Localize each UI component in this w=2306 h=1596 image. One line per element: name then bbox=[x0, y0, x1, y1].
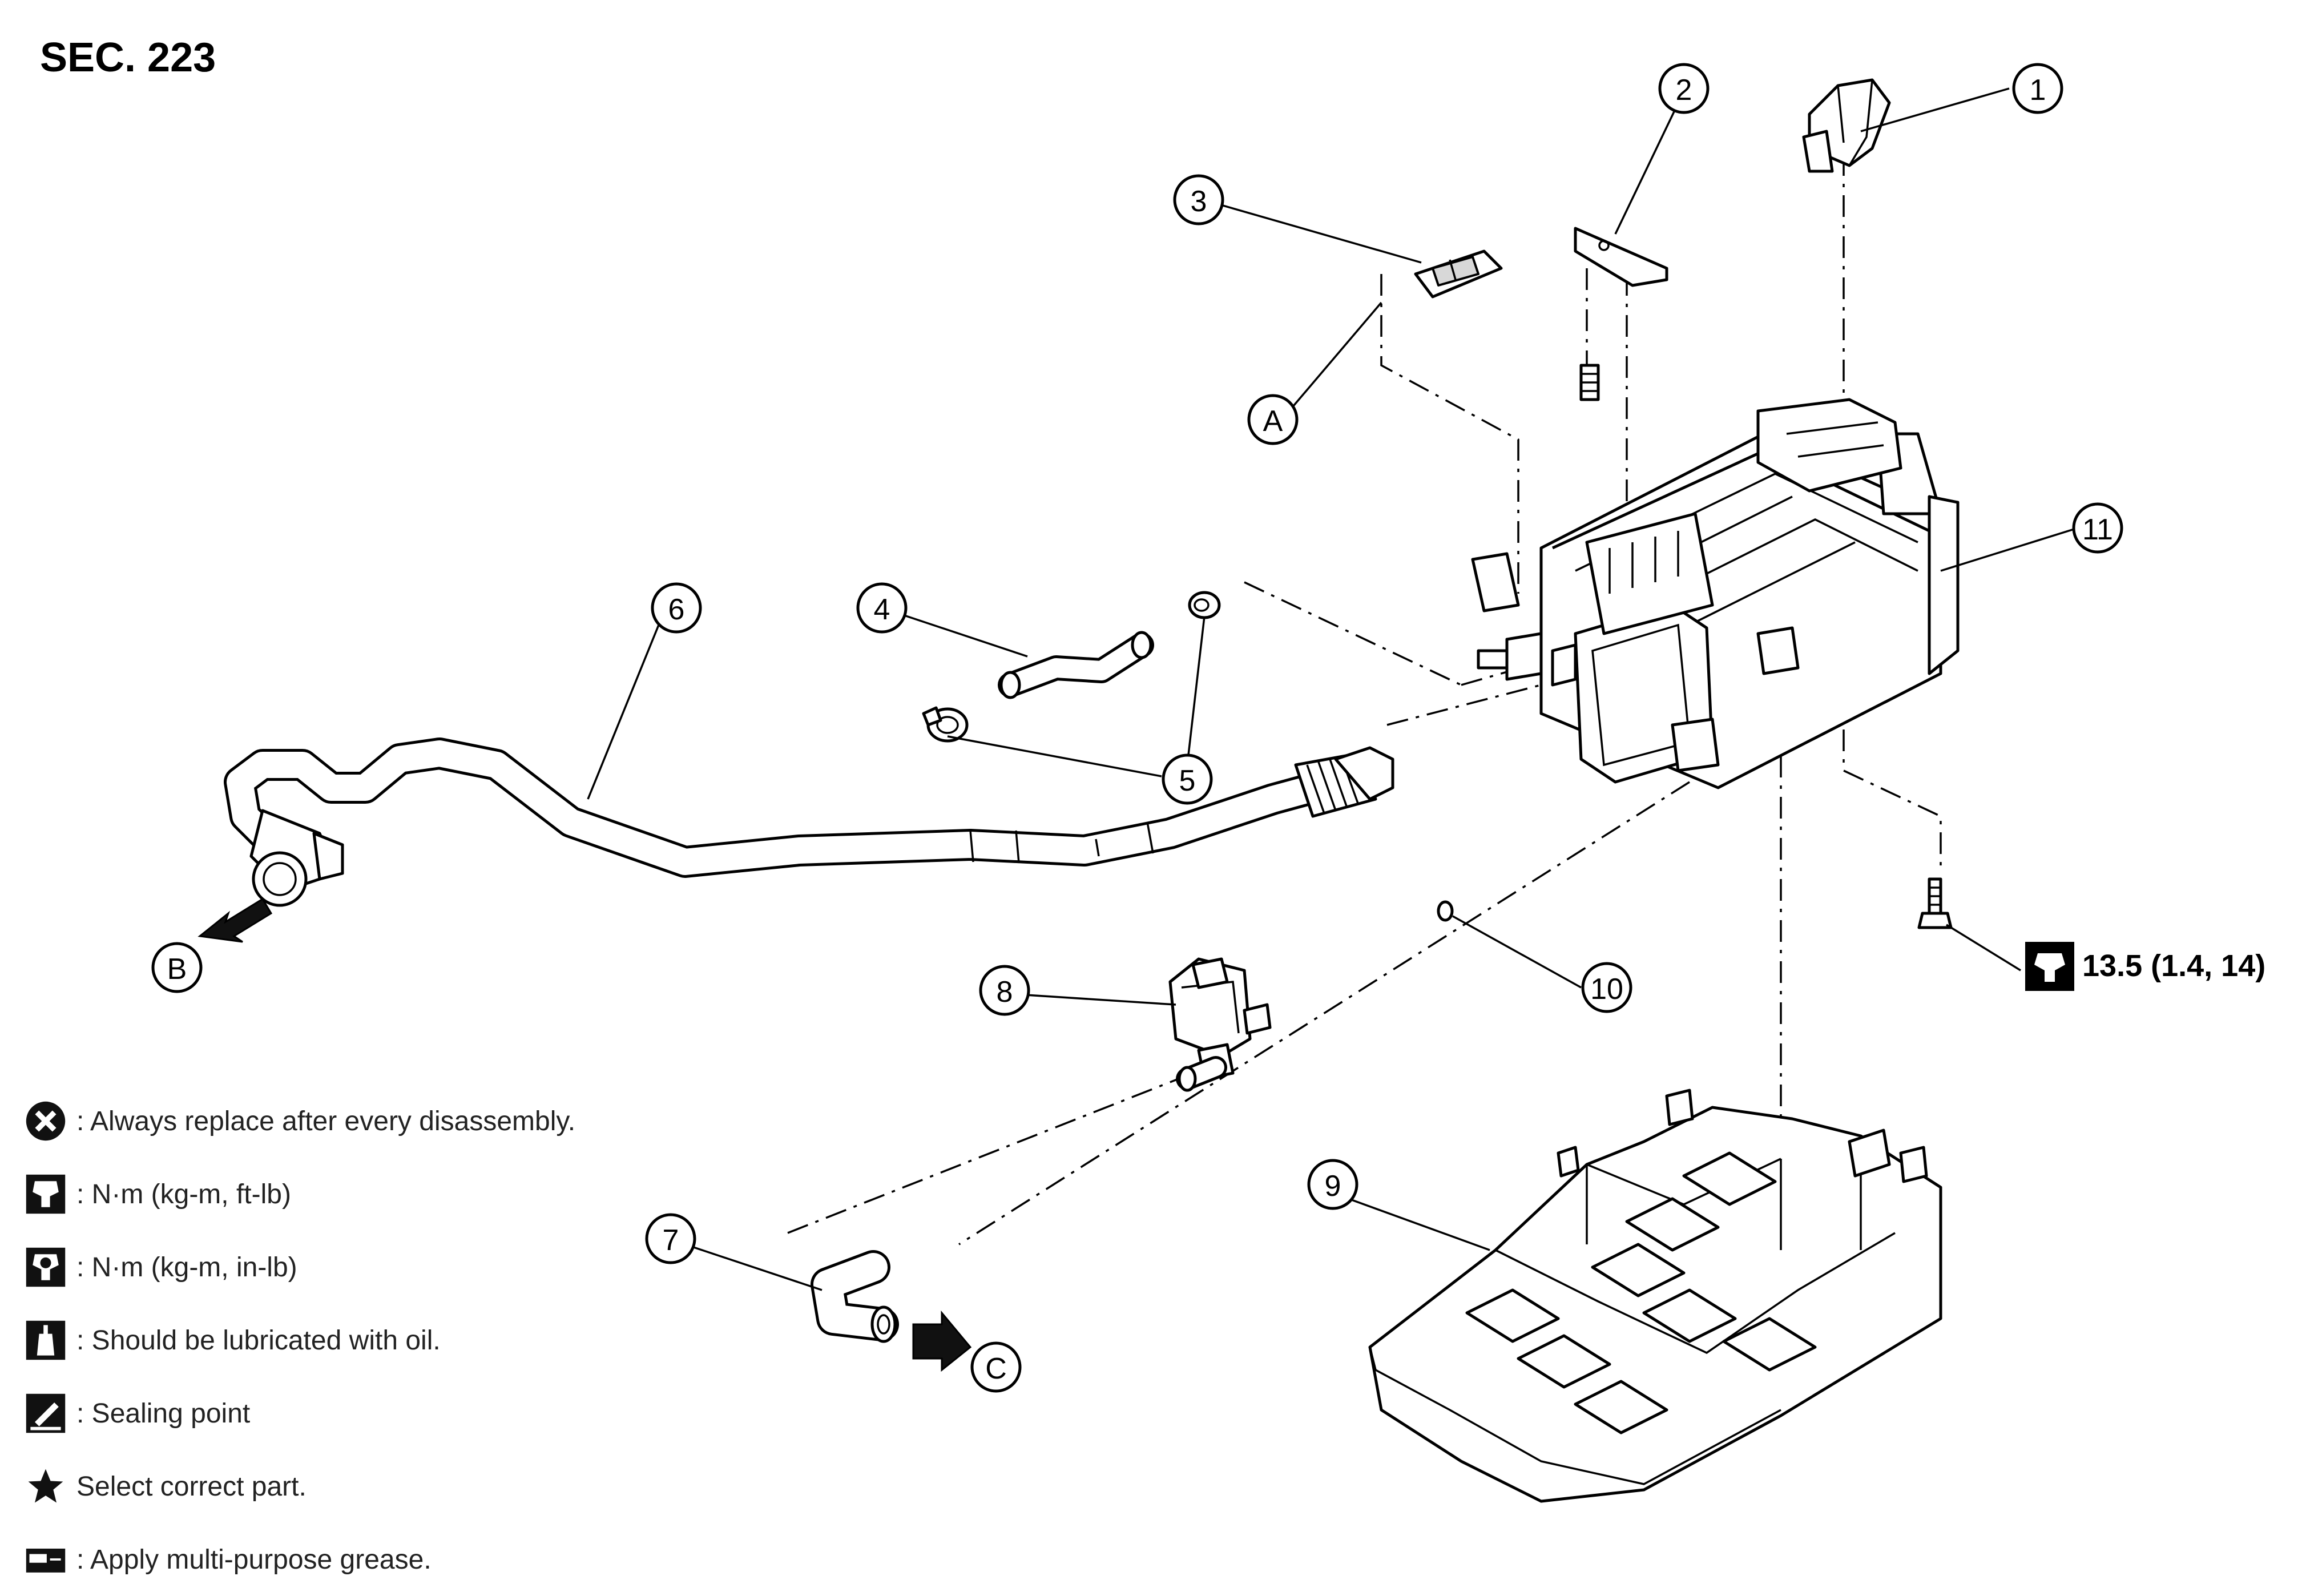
callout-3-label: 3 bbox=[1191, 185, 1207, 218]
sealing-point-icon bbox=[23, 1391, 68, 1436]
arrow-to-c bbox=[912, 1310, 972, 1372]
legend-text-grease: : Apply multi-purpose grease. bbox=[76, 1544, 432, 1575]
legend-text-oil: : Should be lubricated with oil. bbox=[76, 1325, 441, 1356]
legend-text-torque-in-lb: : N·m (kg-m, in-lb) bbox=[76, 1252, 297, 1283]
callout-a-label: A bbox=[1263, 405, 1283, 438]
callout-5-label: 5 bbox=[1179, 764, 1196, 797]
vent-control-valve-part-8 bbox=[1168, 957, 1272, 1092]
torque-spec: 13.5 (1.4, 14) bbox=[2025, 942, 2265, 991]
protector-part-9 bbox=[1368, 1089, 1942, 1503]
callout-a: A bbox=[1247, 394, 1299, 445]
callout-c: C bbox=[970, 1341, 1022, 1393]
callout-6-label: 6 bbox=[668, 593, 685, 626]
callout-4: 4 bbox=[856, 582, 908, 634]
legend-row-select: Select correct part. bbox=[23, 1450, 708, 1523]
legend-row-sealing: : Sealing point bbox=[23, 1377, 708, 1450]
star-icon bbox=[23, 1464, 68, 1509]
callout-8: 8 bbox=[979, 965, 1030, 1016]
callout-8-label: 8 bbox=[997, 976, 1013, 1009]
replace-icon bbox=[23, 1098, 68, 1144]
legend-row-torque-ft-lb: : N·m (kg-m, ft-lb) bbox=[23, 1158, 708, 1231]
callout-10: 10 bbox=[1581, 962, 1632, 1013]
callout-9-label: 9 bbox=[1325, 1170, 1341, 1203]
clip-part-1 bbox=[1802, 78, 1891, 173]
legend-row-grease: : Apply multi-purpose grease. bbox=[23, 1523, 708, 1596]
callout-c-label: C bbox=[985, 1352, 1007, 1385]
connector-part-3 bbox=[1414, 249, 1503, 299]
callout-3: 3 bbox=[1173, 174, 1224, 225]
legend-row-torque-in-lb: : N·m (kg-m, in-lb) bbox=[23, 1231, 708, 1304]
callout-1-label: 1 bbox=[2030, 74, 2046, 107]
legend-text-torque-ft-lb: : N·m (kg-m, ft-lb) bbox=[76, 1179, 291, 1210]
symbol-legend: : Always replace after every disassembly… bbox=[23, 1085, 708, 1596]
legend-row-replace: : Always replace after every disassembly… bbox=[23, 1085, 708, 1158]
callout-2-label: 2 bbox=[1676, 74, 1692, 107]
o-ring-part-10 bbox=[1437, 900, 1454, 922]
callout-9: 9 bbox=[1307, 1159, 1358, 1210]
torque-ft-lb-icon bbox=[23, 1171, 68, 1217]
callout-7-label: 7 bbox=[663, 1224, 679, 1257]
evap-canister bbox=[1471, 398, 1960, 789]
callout-10-label: 10 bbox=[1590, 973, 1623, 1006]
vent-hose-part-6 bbox=[224, 737, 1394, 907]
arrow-to-b bbox=[197, 897, 273, 943]
legend-text-sealing: : Sealing point bbox=[76, 1398, 251, 1429]
callout-b-label: B bbox=[167, 953, 187, 986]
callout-11-label: 11 bbox=[2082, 513, 2113, 546]
callout-5: 5 bbox=[1162, 753, 1213, 805]
legend-row-oil: : Should be lubricated with oil. bbox=[23, 1304, 708, 1377]
drain-hose-part-7 bbox=[811, 1250, 899, 1343]
torque-in-lb-icon bbox=[23, 1244, 68, 1290]
callout-6: 6 bbox=[651, 582, 702, 634]
bracket-part-2 bbox=[1574, 227, 1668, 401]
bolt bbox=[1917, 877, 1953, 929]
section-title: SEC. 223 bbox=[40, 35, 216, 80]
legend-text-replace: : Always replace after every disassembly… bbox=[76, 1106, 576, 1136]
torque-spec-label: 13.5 (1.4, 14) bbox=[2082, 949, 2265, 983]
grease-icon bbox=[23, 1537, 68, 1582]
clamps-part-5 bbox=[922, 591, 1221, 743]
callout-2: 2 bbox=[1658, 63, 1710, 114]
hose-part-4 bbox=[998, 631, 1154, 699]
oil-can-icon bbox=[23, 1317, 68, 1363]
callout-4-label: 4 bbox=[874, 593, 890, 626]
callout-b: B bbox=[151, 942, 203, 993]
legend-text-select: Select correct part. bbox=[76, 1471, 307, 1502]
callout-7: 7 bbox=[645, 1213, 696, 1264]
callout-1: 1 bbox=[2012, 63, 2063, 114]
callout-11: 11 bbox=[2072, 502, 2123, 554]
